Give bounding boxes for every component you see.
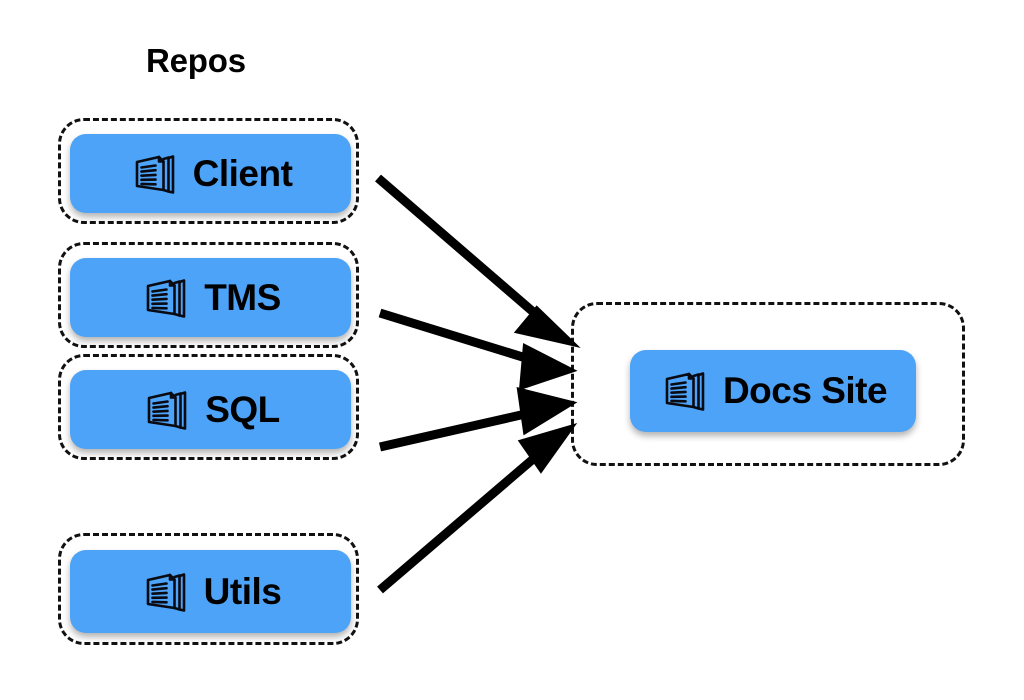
node-label-client: Client [192,152,293,194]
documents-icon [659,366,709,416]
arrow-tms-to-docs-site [378,308,578,391]
node-docs-site[interactable]: Docs Site [630,350,916,432]
repos-group-title: Repos [146,42,246,79]
documents-icon [140,567,190,617]
node-tms[interactable]: TMS [70,258,351,337]
node-sql[interactable]: SQL [70,370,351,449]
arrow-sql-to-docs-site [379,387,578,452]
node-label-docs-site: Docs Site [722,370,888,411]
repo-group-outline-tms: TMS [58,242,359,348]
documents-icon [140,273,190,323]
arrow-utils-to-docs-site [377,423,578,594]
node-label-sql: SQL [205,388,280,430]
node-utils[interactable]: Utils [70,550,351,633]
documents-icon [129,149,179,199]
repo-group-outline-sql: SQL [58,354,359,460]
node-label-utils: Utils [203,570,282,612]
documents-icon [141,385,191,435]
repo-group-outline-client: Client [58,118,359,224]
arrow-client-to-docs-site [375,174,581,348]
node-client[interactable]: Client [70,134,351,213]
node-label-tms: TMS [204,276,281,318]
repo-group-outline-utils: Utils [58,533,359,645]
target-group-outline-docs-site: Docs Site [571,302,965,466]
